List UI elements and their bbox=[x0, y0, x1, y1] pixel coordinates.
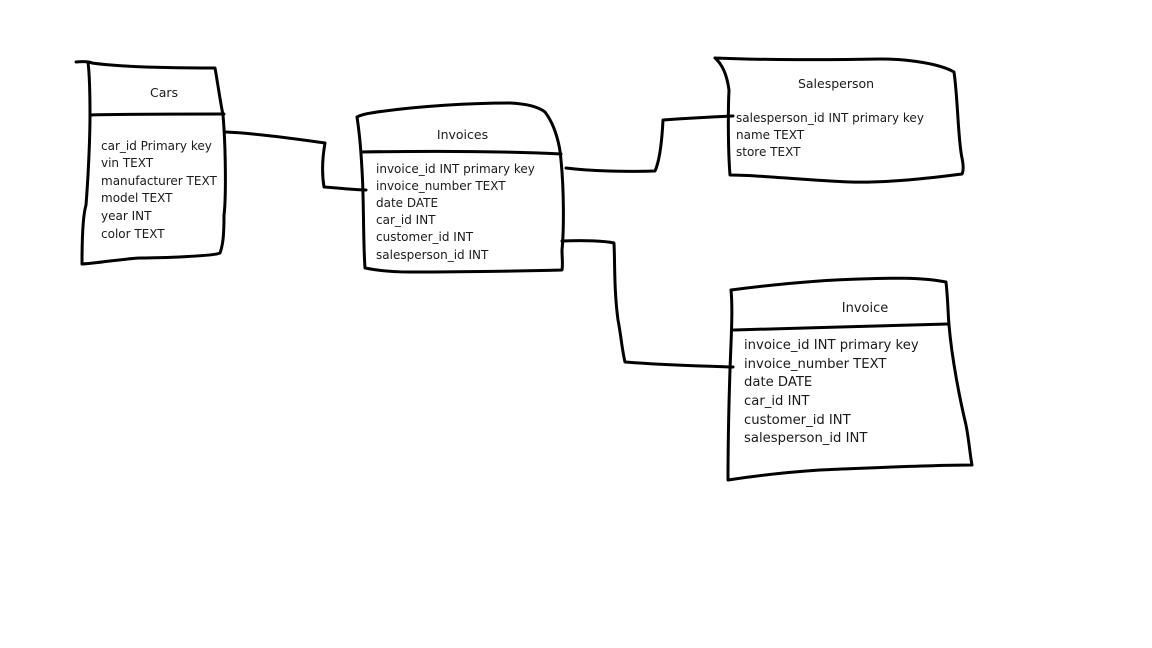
invoice-field: salesperson_id INT bbox=[744, 431, 868, 446]
cars-field: vin TEXT bbox=[101, 156, 154, 170]
invoices-field: invoice_number TEXT bbox=[376, 179, 506, 193]
invoices-title-divider bbox=[359, 149, 563, 156]
invoice-field: invoice_id INT primary key bbox=[744, 338, 919, 353]
invoices-table-outline bbox=[355, 101, 565, 274]
salesperson-table-outline bbox=[713, 56, 965, 184]
invoice-title-divider bbox=[732, 322, 950, 332]
cars-field: color TEXT bbox=[101, 227, 165, 241]
connector-invoices-invoice bbox=[560, 239, 735, 369]
salesperson-field: name TEXT bbox=[736, 128, 805, 142]
invoices-field: customer_id INT bbox=[376, 230, 474, 244]
invoices-field: car_id INT bbox=[376, 213, 436, 227]
cars-table-outline bbox=[74, 60, 227, 266]
connector-cars-invoices bbox=[224, 130, 368, 192]
invoice-field: date DATE bbox=[744, 375, 813, 390]
cars-field: year INT bbox=[101, 209, 152, 223]
invoice-field: car_id INT bbox=[744, 394, 810, 409]
invoices-field: invoice_id INT primary key bbox=[376, 162, 535, 176]
invoices-field: salesperson_id INT bbox=[376, 248, 489, 262]
invoice-field: customer_id INT bbox=[744, 413, 851, 428]
invoices-table-title: Invoices bbox=[436, 127, 489, 142]
salesperson-field: salesperson_id INT primary key bbox=[736, 111, 924, 125]
cars-field: car_id Primary key bbox=[101, 139, 212, 153]
salesperson-field: store TEXT bbox=[736, 145, 801, 159]
invoice-table-title: Invoice bbox=[841, 301, 889, 316]
cars-title-divider bbox=[88, 112, 226, 117]
invoices-field: date DATE bbox=[376, 196, 439, 210]
cars-table-title: Cars bbox=[149, 85, 179, 100]
connector-invoices-salesperson bbox=[564, 114, 735, 173]
invoice-table-outline bbox=[726, 276, 974, 482]
invoice-field: invoice_number TEXT bbox=[744, 357, 887, 372]
cars-field: manufacturer TEXT bbox=[101, 174, 217, 188]
cars-field: model TEXT bbox=[101, 191, 173, 205]
salesperson-table-title: Salesperson bbox=[797, 76, 875, 91]
